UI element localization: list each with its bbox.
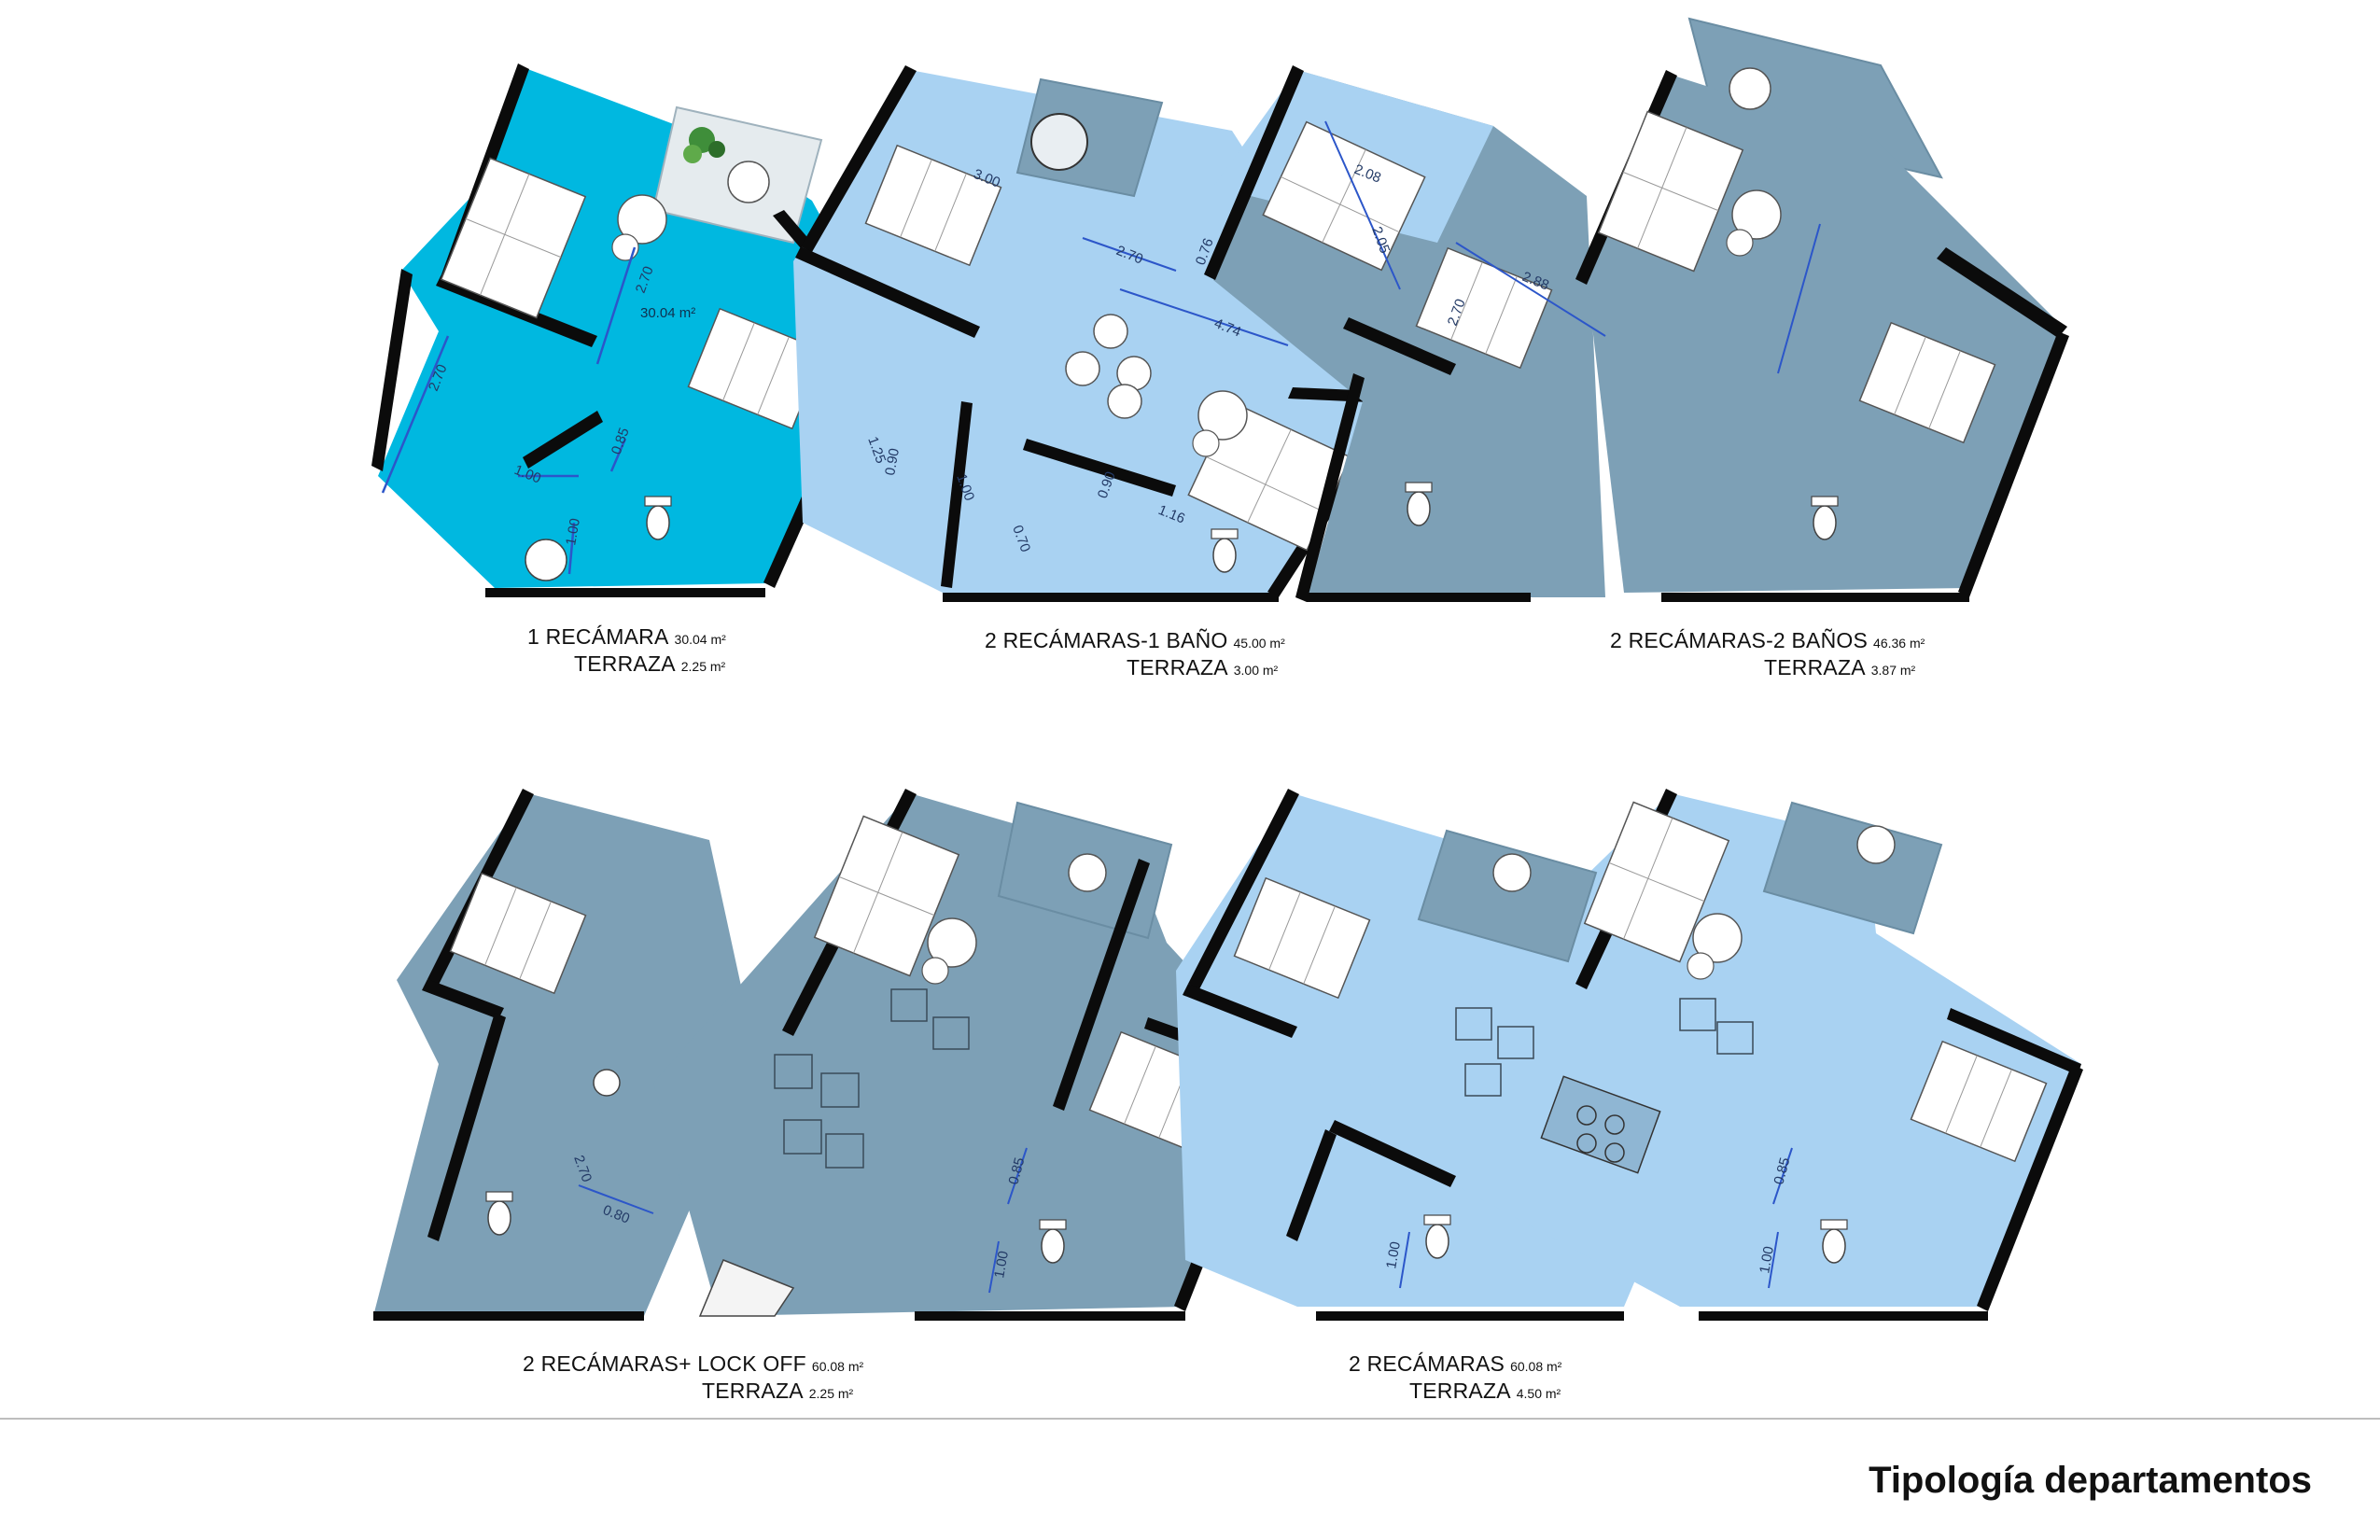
unit-1-name: 1 RECÁMARA — [527, 624, 669, 649]
unit-1-terrace-label: TERRAZA — [574, 651, 676, 676]
unit-4-dimension-lines — [578, 1147, 1028, 1294]
unit-4-terrace-area: 2.25 m² — [808, 1385, 854, 1401]
unit-2-name: 2 RECÁMARAS-1 BAÑO — [985, 628, 1228, 652]
unit-5-terrace-area: 4.50 m² — [1516, 1385, 1561, 1401]
unit-4-terrace-label: TERRAZA — [702, 1378, 804, 1403]
unit-5-terrace-label: TERRAZA — [1409, 1378, 1511, 1403]
unit-5-dim-a: 1.00 — [1383, 1240, 1404, 1270]
unit-2-terrace-area: 3.00 m² — [1233, 662, 1279, 678]
plan-unit-4-lock-off: 2.70 0.80 0.85 1.00 — [373, 789, 1281, 1321]
unit-5-dim-c: 1.00 — [1757, 1245, 1777, 1275]
unit-2-dimension-lines — [1082, 237, 1289, 346]
unit-4-dining-set — [774, 988, 970, 1169]
unit-5-dim-b: 0.85 — [1771, 1155, 1793, 1186]
caption-unit-5: 2 RECÁMARAS 60.08 m² TERRAZA 4.50 m² — [1349, 1351, 1561, 1405]
unit-1-dimension-lines — [381, 246, 637, 575]
unit-4-dim-c: 0.85 — [1005, 1155, 1028, 1186]
unit-5-kitchen-island — [1540, 1075, 1661, 1174]
unit-5-area: 60.08 m² — [1510, 1359, 1562, 1374]
unit-4-area: 60.08 m² — [811, 1359, 864, 1374]
unit-2-dim-f: 0.90 — [882, 447, 903, 477]
unit-3-dimension-lines — [1324, 120, 1821, 374]
caption-unit-2: 2 RECÁMARAS-1 BAÑO 45.00 m² TERRAZA 3.00 m… — [985, 627, 1285, 681]
unit-2-dining-set — [1065, 314, 1152, 419]
unit-2-terrace-label: TERRAZA — [1127, 654, 1228, 679]
unit-1-plant-icon — [683, 127, 725, 163]
unit-5-terrace-a — [1417, 829, 1598, 963]
unit-3-terrace-label: TERRAZA — [1764, 654, 1866, 679]
footer-divider — [0, 1418, 2380, 1420]
unit-3-area: 46.36 m² — [1873, 636, 1925, 651]
unit-4-dim-d: 1.00 — [991, 1250, 1012, 1280]
unit-5-floor-b — [1335, 793, 2081, 1307]
unit-1-dim-e: 1.00 — [563, 517, 583, 547]
unit-4-entry-steps — [698, 1259, 795, 1317]
plan-unit-5-recamaras: 1.00 0.85 1.00 — [1176, 789, 2083, 1321]
unit-1-area: 30.04 m² — [674, 632, 726, 647]
unit-4-name: 2 RECÁMARAS+ LOCK OFF — [523, 1351, 806, 1376]
unit-1-room-area: 30.04 m² — [640, 305, 695, 321]
plan-unit-3-recamaras-2-banos: 2.08 2.05 2.88 2.70 — [1204, 17, 2069, 602]
unit-5-dining-set — [1455, 998, 1754, 1097]
page-title: Tipología departamentos — [1869, 1460, 2312, 1501]
unit-5-terrace-b — [1762, 801, 1943, 935]
unit-2-area: 45.00 m² — [1233, 636, 1285, 651]
unit-1-terrace-area: 2.25 m² — [680, 658, 726, 674]
unit-2-spiral-stair — [1030, 113, 1088, 171]
unit-5-name: 2 RECÁMARAS — [1349, 1351, 1505, 1376]
unit-3-name: 2 RECÁMARAS-2 BAÑOS — [1610, 628, 1869, 652]
unit-3-terrace-area: 3.87 m² — [1870, 662, 1916, 678]
unit-5-dimension-lines — [1399, 1147, 1793, 1289]
